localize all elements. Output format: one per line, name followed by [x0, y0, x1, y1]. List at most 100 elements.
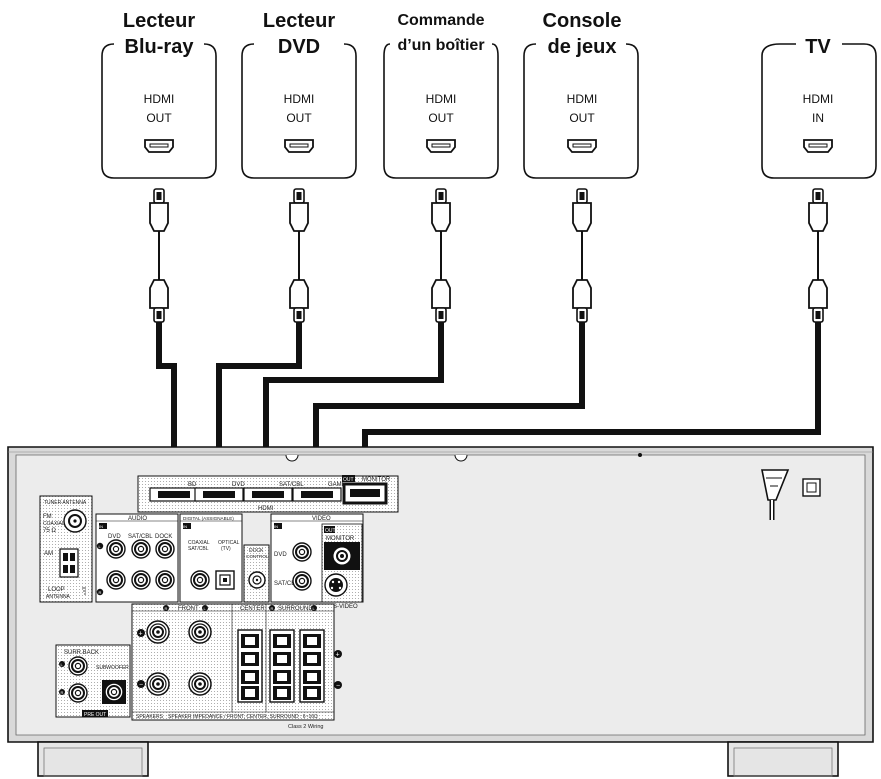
rca-jack-icon — [155, 570, 175, 590]
hdmi-plug-icon — [572, 279, 592, 323]
port-label: HDMI — [144, 92, 175, 106]
video-block: VIDEO IN DVD SAT/CBL OUT MONITOR S-VIDEO — [270, 513, 364, 610]
pre-out-label: PRE OUT — [84, 712, 106, 718]
hdmi-out-badge: OUT — [343, 477, 354, 483]
port-label: HDMI — [803, 92, 834, 106]
device-blu-ray: Lecteur Blu-ray HDMI OUT — [101, 10, 217, 179]
digital-input-block: DIGITAL (ASSIGNABLE) IN COAXIAL SAT/CBL … — [179, 513, 243, 603]
video-out-badge: OUT — [325, 528, 336, 534]
device-label-line1: Console — [543, 10, 622, 32]
hdmi-port-icon — [284, 139, 314, 153]
hdmi-plug-icon — [808, 279, 828, 323]
class2-label: Class 2 Wiring — [288, 724, 323, 730]
svg-text:R: R — [271, 606, 274, 611]
hdmi-plug-icon — [289, 279, 309, 323]
spring-clip-terminals — [237, 629, 325, 703]
power-cord-icon — [761, 469, 821, 520]
port-label: OUT — [428, 111, 454, 125]
hdmi-plug-icon — [572, 188, 592, 232]
impedance-label: SPEAKER IMPEDANCE / FRONT, CENTER, SURRO… — [168, 714, 318, 720]
port-label: IN — [812, 111, 824, 125]
hdmi-port-icon — [144, 139, 174, 153]
device-game-console: Console de jeux HDMI OUT — [523, 10, 639, 179]
svg-text:IN: IN — [183, 524, 187, 529]
video-dvd-label: DVD — [274, 552, 287, 558]
hdmi-input-label: BD — [188, 482, 197, 488]
device-label-line2: d’un boîtier — [397, 37, 484, 54]
pre-out-block: SURR.BACK SUBWOOFER L R PRE OUT — [55, 644, 131, 718]
fm-ohm-label: 75 Ω — [43, 528, 56, 534]
svg-text:L: L — [313, 606, 316, 611]
rca-jack-icon — [155, 539, 175, 559]
subwoofer-label: SUBWOOFER — [96, 665, 129, 671]
port-label: HDMI — [284, 92, 315, 106]
device-label-line1: Lecteur — [123, 10, 195, 32]
hdmi-plug-icon — [149, 188, 169, 232]
hdmi-plug-icon — [289, 188, 309, 232]
port-label: OUT — [286, 111, 312, 125]
rca-jack-icon — [106, 539, 126, 559]
rca-jack-icon — [292, 542, 312, 562]
video-monitor-label: MONITOR — [326, 536, 355, 542]
hdmi-input-label: DVD — [232, 482, 245, 488]
hdmi-port-icon — [426, 139, 456, 153]
device-cable-box: Commande d’un boîtier HDMI OUT — [383, 12, 499, 179]
dock-control-label: DOCK — [249, 548, 264, 554]
hdmi-monitor-label: MONITOR — [362, 477, 391, 483]
hdmi-input-label: SAT/CBL — [279, 482, 304, 488]
device-label-line2: Blu-ray — [125, 36, 195, 58]
optical-label: OPTICAL — [218, 540, 240, 546]
speaker-terminal-icon — [146, 672, 170, 696]
device-tv: TV HDMI IN — [761, 36, 877, 179]
speakers-label: SPEAKERS — [136, 714, 164, 720]
center-label: CENTER — [240, 606, 265, 612]
svg-text:−: − — [336, 683, 340, 690]
dock-control-label2: CONTROL — [246, 554, 269, 559]
port-label: HDMI — [567, 92, 598, 106]
am-label: AM — [44, 551, 53, 557]
rca-jack-icon — [68, 656, 88, 676]
speaker-terminal-icon — [188, 672, 212, 696]
receiver-rear-panel: BD DVD SAT/CBL GAME OUT MONITOR HDMI TUN… — [7, 446, 874, 777]
svg-text:+: + — [139, 631, 143, 638]
device-label-line1: Commande — [397, 12, 484, 29]
rca-jack-icon — [131, 539, 151, 559]
fm-label: FM — [43, 514, 52, 520]
svg-text:L: L — [204, 606, 207, 611]
rca-jack-icon — [106, 570, 126, 590]
svg-text:R: R — [99, 590, 102, 595]
audio-label: AUDIO — [128, 516, 147, 522]
optical-source-label: (TV) — [221, 546, 231, 552]
port-label: OUT — [569, 111, 595, 125]
speaker-terminal-icon — [188, 620, 212, 644]
rca-jack-icon — [68, 683, 88, 703]
coaxial-label: COAXIAL — [188, 540, 210, 546]
device-label-line2: DVD — [278, 36, 320, 58]
fm-coaxial-label: COAXIAL — [43, 521, 65, 527]
rca-jack-icon — [292, 571, 312, 591]
speakers-block: R FRONT L CENTER R SURROUND L + − — [131, 603, 342, 730]
hdmi-plug-icon — [808, 188, 828, 232]
video-sat-label: SAT/CBL — [274, 581, 299, 587]
hdmi-plug-icon — [431, 279, 451, 323]
hdmi-plug-icon — [431, 188, 451, 232]
audio-sat-label: SAT/CBL — [128, 534, 153, 540]
svg-text:L: L — [61, 662, 64, 667]
svg-text:R: R — [165, 606, 168, 611]
svg-text:−: − — [139, 682, 143, 689]
coaxial-jack-icon — [190, 570, 210, 590]
hdmi-plugs — [149, 188, 828, 323]
device-label-line1: Lecteur — [263, 10, 335, 32]
loop-label: LOOP — [48, 587, 65, 593]
hdmi-port-icon — [567, 139, 597, 153]
rca-jack-icon — [131, 570, 151, 590]
svg-text:R: R — [61, 690, 64, 695]
digital-label: DIGITAL (ASSIGNABLE) — [183, 516, 234, 521]
dock-control-block: DOCK CONTROL — [243, 544, 270, 603]
subwoofer-jack-icon — [104, 682, 124, 702]
hdmi-section-label: HDMI — [258, 506, 274, 512]
loop-antenna-label: ANTENNA — [46, 594, 71, 600]
surround-label: SURROUND — [278, 606, 313, 612]
audio-input-block: AUDIO IN DVD SAT/CBL DOCK L R — [95, 513, 179, 603]
